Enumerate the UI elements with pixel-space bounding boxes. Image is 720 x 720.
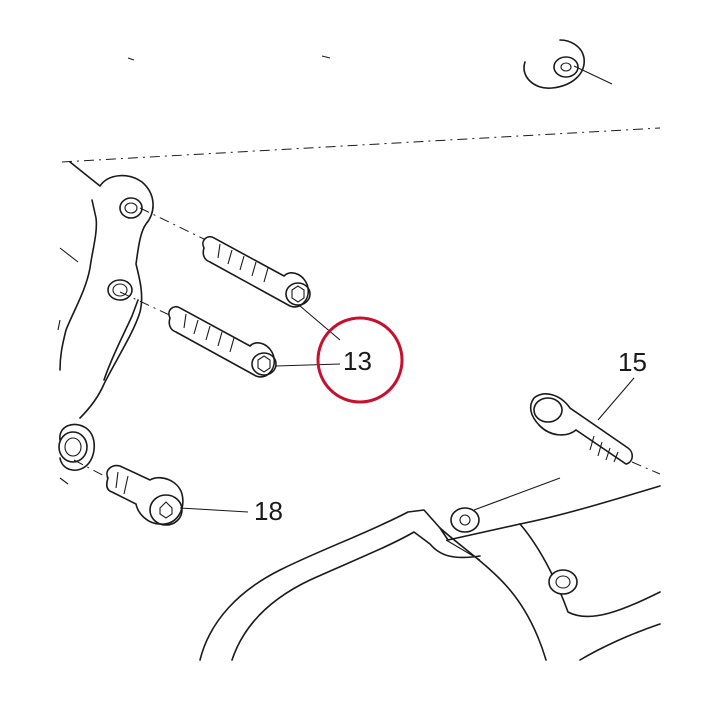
callout-15: 15 [618,347,647,377]
callout-13-highlight-circle [316,316,404,404]
bolt-15 [529,393,634,465]
left-edge-fragments [57,247,79,331]
washer-lower-left [58,423,96,485]
lower-housing [199,477,661,661]
bolt-18 [106,464,184,526]
bolt-13-lower [168,305,277,378]
top-edge-fragments [127,55,331,61]
bolt-13-upper [202,235,311,308]
axis-lines [61,127,661,479]
callout-13: 13 [343,346,372,376]
mounting-bracket [59,161,154,419]
washer-part-top-right [523,39,613,89]
leader-lines [179,305,635,513]
callout-18: 18 [254,496,283,526]
